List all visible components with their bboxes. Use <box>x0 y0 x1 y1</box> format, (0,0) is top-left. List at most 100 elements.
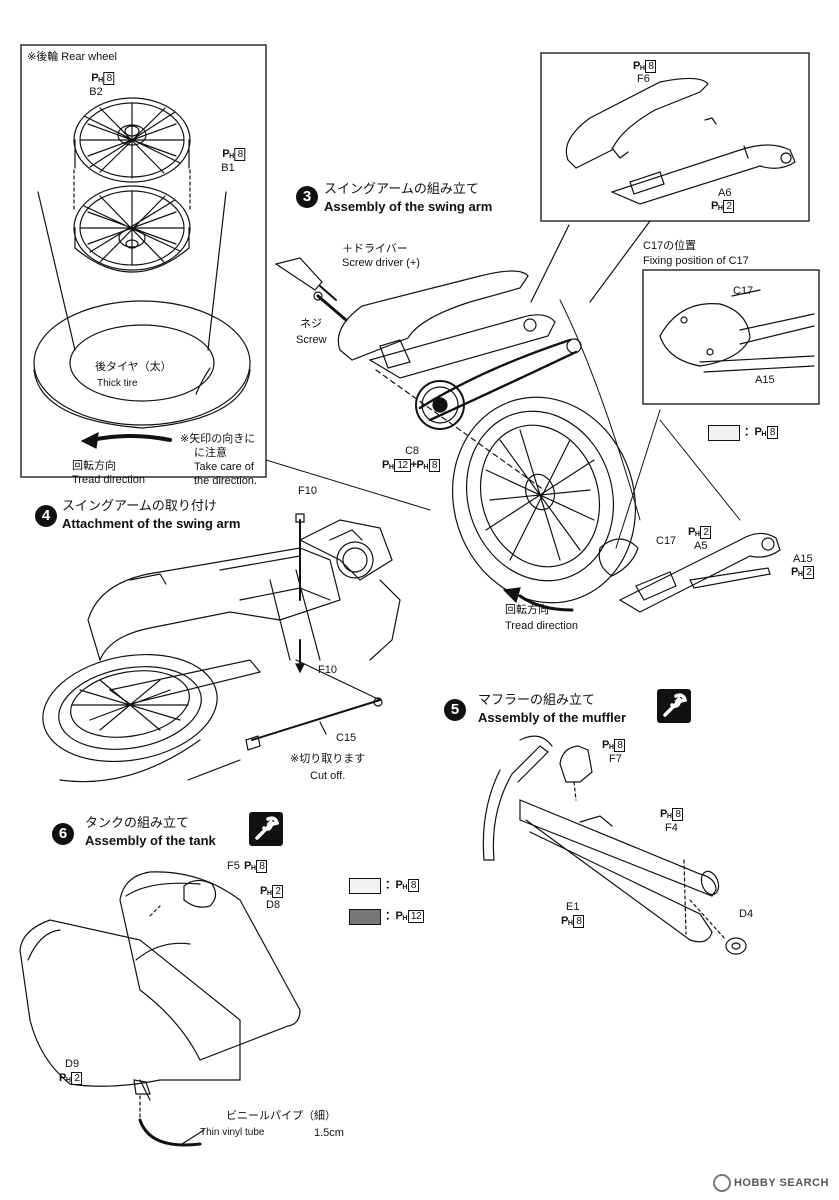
rear-tire-drawing <box>33 300 251 429</box>
part-label-f10-bottom: F10 <box>318 664 337 676</box>
swingarm-a6-drawing <box>610 144 796 205</box>
care-note-en-1: Take care of <box>194 461 254 473</box>
step5-title-jp: マフラーの組み立て <box>478 692 596 707</box>
step6-title-jp: タンクの組み立て <box>85 815 190 830</box>
care-note-jp-1: ※矢印の向きに <box>180 433 256 445</box>
step4-title-jp: スイングアームの取り付け <box>62 498 217 513</box>
screwdriver-label-en: Screw driver (+) <box>342 257 420 269</box>
vinyl-tube-drawing <box>138 1118 202 1147</box>
part-label-e1: E1 <box>566 901 580 913</box>
care-note-en-2: the direction. <box>194 475 257 487</box>
part-label-c15: C15 <box>336 732 357 744</box>
part-label-f4: F4 <box>665 822 678 834</box>
screw-label-en: Screw <box>296 334 327 346</box>
rear-wheel-box <box>20 44 267 478</box>
tank-d9-drawing <box>19 919 241 1101</box>
frame-fender-drawing <box>87 519 401 701</box>
part-label-f7: F7 <box>609 753 622 765</box>
part-label-f6: F6 <box>637 73 650 85</box>
part-label-c8: C8 <box>404 445 420 457</box>
swingarm-drawing <box>368 314 556 379</box>
step5-title-en: Assembly of the muffler <box>478 710 627 725</box>
step6-title-en: Assembly of the tank <box>85 833 216 848</box>
part-label-a15: A15 <box>793 553 813 565</box>
end-cap-d4-drawing <box>725 937 747 955</box>
part-label-a6: A6 <box>718 187 732 199</box>
chain-cover-drawing <box>337 270 529 361</box>
step-number-6: 6 <box>52 823 74 845</box>
part-label-b2: B2 <box>89 86 103 98</box>
tube-length: 1.5cm <box>314 1127 344 1139</box>
wrench-icon <box>657 689 691 723</box>
c17-pos-label-en: Fixing position of C17 <box>643 255 749 267</box>
step4-title-en: Attachment of the swing arm <box>62 516 241 531</box>
part-label-f10-top: F10 <box>298 485 317 497</box>
screwdriver-label-jp: ＋ドライバー <box>342 243 408 255</box>
part-label-a5: A5 <box>694 540 708 552</box>
tread-label-en: Tread direction <box>72 474 145 486</box>
step-number-3: 3 <box>296 186 318 208</box>
tire-label-jp: 後タイヤ（太） <box>95 361 172 373</box>
chain-cover-f6-drawing <box>565 77 717 169</box>
tread-label-3-jp: 回転方向 <box>505 604 549 616</box>
tread-label-3-en: Tread direction <box>505 620 578 632</box>
part-label-d4: D4 <box>739 908 754 920</box>
c17-pos-label-jp: C17の位置 <box>643 240 697 252</box>
rear-wheel-title: ※後輪 Rear wheel <box>27 51 117 63</box>
c17-plate-drawing <box>598 538 639 577</box>
care-note-jp-2: に注意 <box>194 447 227 459</box>
cut-note-jp: ※切り取ります <box>290 753 366 765</box>
step-number-5: 5 <box>444 699 466 721</box>
muffler-f4-drawing <box>519 799 720 943</box>
paint-swatch-dark <box>349 909 381 925</box>
step3-title-jp: スイングアームの組み立て <box>324 181 479 196</box>
tank-d8-drawing <box>119 871 301 1061</box>
axle-c15-drawing <box>245 697 383 751</box>
screw-label-jp: ネジ <box>300 318 322 330</box>
part-label-d9: D9 <box>65 1058 80 1070</box>
tread-arrow-3-drawing <box>518 594 574 612</box>
tread-label-jp: 回転方向 <box>72 460 116 472</box>
part-label-d8: D8 <box>266 899 281 911</box>
part-label-b1: B1 <box>221 162 235 174</box>
cut-note-en: Cut off. <box>310 770 346 782</box>
part-label-c17: C17 <box>656 535 677 547</box>
paint-swatch-light <box>349 878 381 894</box>
swingarm-a5-drawing <box>618 532 781 613</box>
screw-drawing <box>313 291 348 322</box>
wheel-4-drawing <box>42 653 262 783</box>
wheel-3-drawing <box>451 396 637 604</box>
c17-fixing-drawing <box>659 289 815 373</box>
step3-title-en: Assembly of the swing arm <box>324 199 493 214</box>
watermark-logo-icon <box>712 1174 731 1192</box>
part-label-f5: F5 <box>227 860 240 872</box>
screwdriver-drawing <box>274 257 337 301</box>
swingarm-inset-box <box>540 52 810 222</box>
watermark: HOBBY SEARCH <box>712 1174 829 1192</box>
rim-b2-drawing <box>73 97 191 183</box>
rim-b1-drawing <box>73 185 191 273</box>
sprocket-c8-drawing <box>415 380 465 430</box>
paint-swatch-light-3 <box>708 425 740 441</box>
tread-arrow-drawing <box>90 434 172 442</box>
part-label-a15-inset: A15 <box>755 374 775 386</box>
tire-label-en: Thick tire <box>97 378 138 389</box>
tube-label-en: Thin vinyl tube <box>200 1127 265 1138</box>
tube-label-jp: ビニールパイプ（細） <box>226 1110 336 1122</box>
wrench-icon-6 <box>249 812 283 846</box>
